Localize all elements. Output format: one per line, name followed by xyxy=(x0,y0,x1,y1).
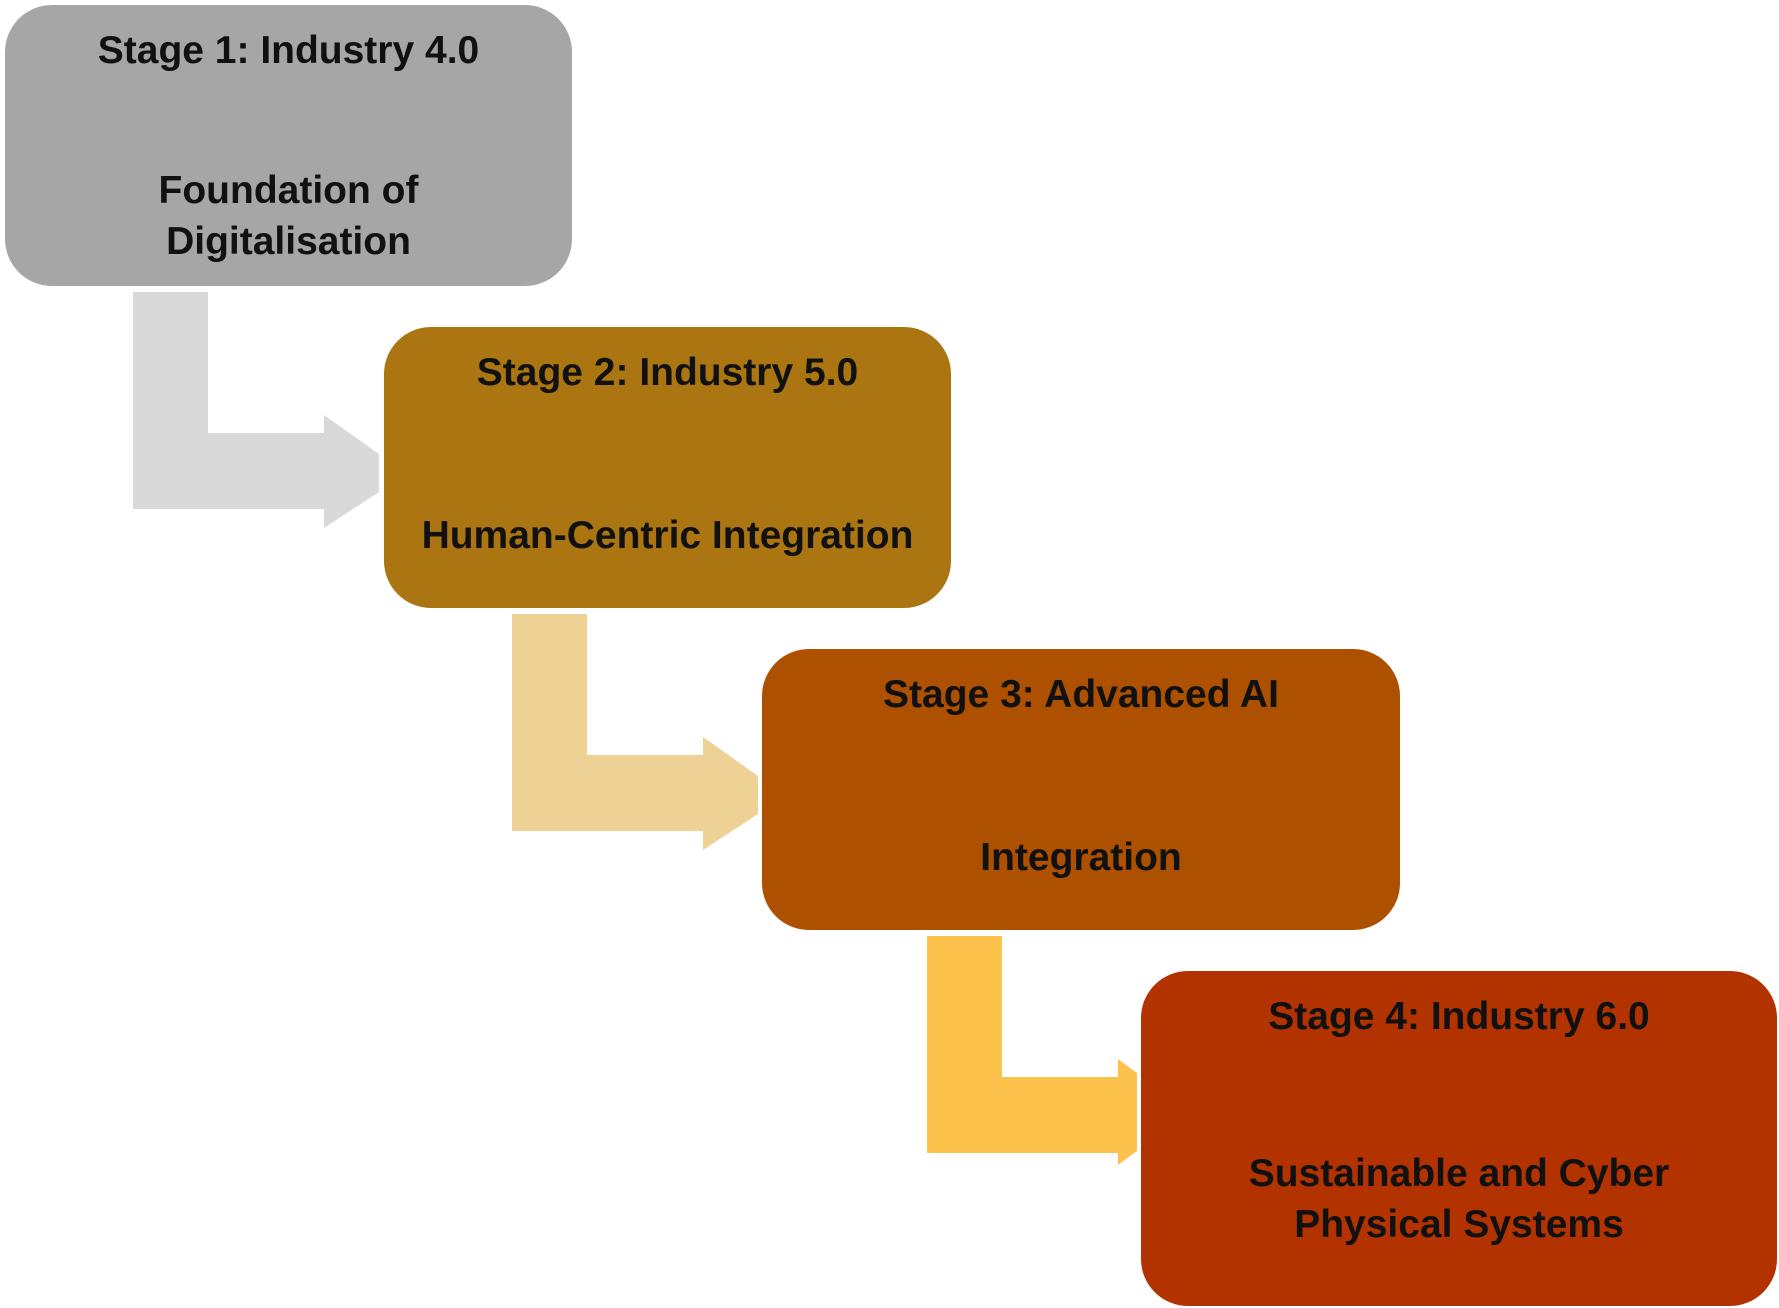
arrow-stage1-to-stage2 xyxy=(133,292,379,528)
stage-1-title: Stage 1: Industry 4.0 xyxy=(97,29,480,72)
stage-2-title: Stage 2: Industry 5.0 xyxy=(476,351,859,394)
stage-4-subtitle: Sustainable and Cyber Physical Systems xyxy=(1248,1152,1670,1246)
stage-1-subtitle: Foundation of Digitalisation xyxy=(158,169,419,263)
arrow-stage2-to-stage3 xyxy=(512,614,758,850)
arrow-stage3-to-stage4 xyxy=(927,936,1137,1165)
stage-3-box: Stage 3: Advanced AI Integration xyxy=(762,649,1400,930)
stage-1-box: Stage 1: Industry 4.0 Foundation of Digi… xyxy=(5,5,572,286)
stage-4-box: Stage 4: Industry 6.0 Sustainable and Cy… xyxy=(1141,971,1777,1306)
stage-3-title: Stage 3: Advanced AI xyxy=(883,673,1279,716)
stage-4-title: Stage 4: Industry 6.0 xyxy=(1268,995,1650,1038)
stage-2-box: Stage 2: Industry 5.0 Human-Centric Inte… xyxy=(384,327,951,608)
stage-2-subtitle: Human-Centric Integration xyxy=(421,514,914,557)
stage-3-subtitle: Integration xyxy=(980,836,1182,879)
